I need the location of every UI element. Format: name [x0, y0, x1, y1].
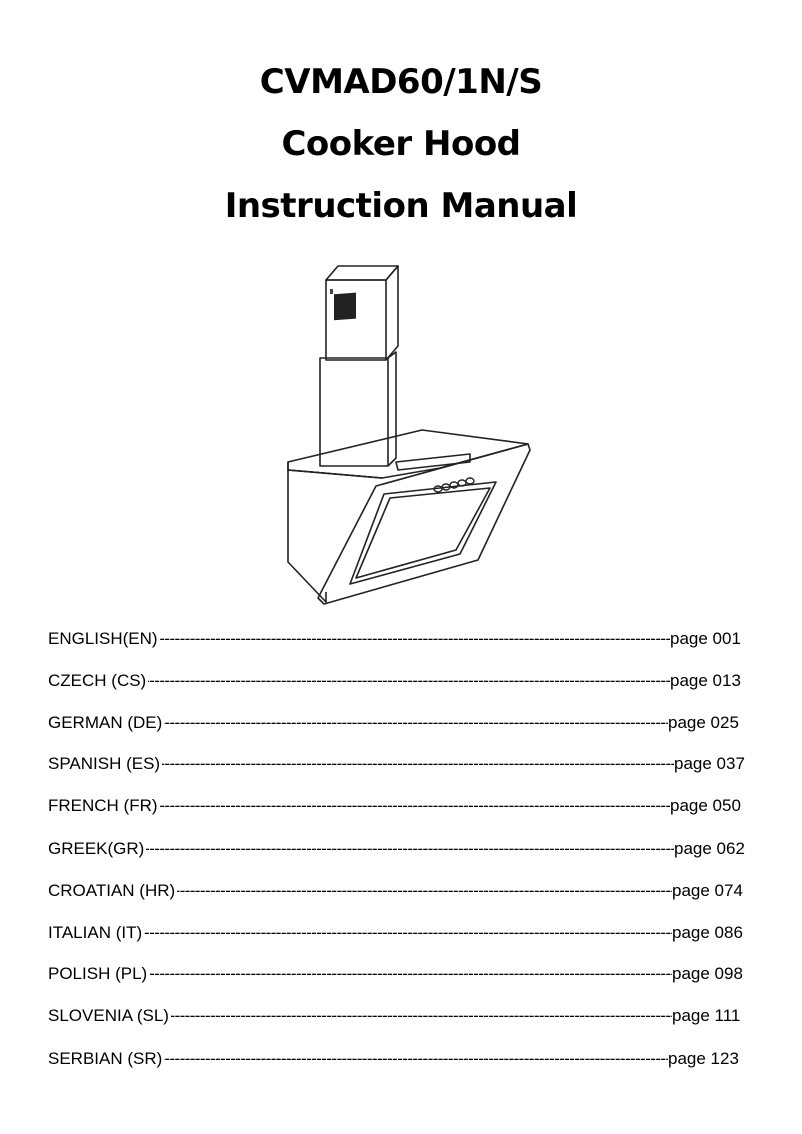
toc-page-number: page 062	[674, 837, 745, 861]
toc-language: SERBIAN (SR)	[48, 1047, 165, 1071]
toc-leader: ----------------------------------------…	[48, 671, 670, 690]
toc-entry: ----------------------------------------…	[48, 1004, 758, 1028]
toc-leader: ----------------------------------------…	[48, 754, 674, 773]
toc-leader: ----------------------------------------…	[48, 629, 670, 648]
toc-leader: ----------------------------------------…	[48, 796, 670, 815]
toc-language: POLISH (PL)	[48, 962, 150, 986]
toc-page-number: page 025	[668, 711, 739, 735]
lower-chimney	[319, 357, 389, 467]
manual-title: Instruction Manual	[224, 186, 578, 226]
toc-leader: ----------------------------------------…	[48, 881, 672, 900]
toc-language: GERMAN (DE)	[48, 711, 165, 735]
toc-entry: ----------------------------------------…	[48, 752, 758, 776]
toc-language: SLOVENIA (SL)	[48, 1004, 171, 1028]
toc-language: CROATIAN (HR)	[48, 879, 178, 903]
toc-entry: ----------------------------------------…	[48, 962, 758, 986]
toc-language: SPANISH (ES)	[48, 752, 163, 776]
toc-entry: ----------------------------------------…	[48, 711, 758, 735]
glass-panel	[317, 443, 531, 605]
toc-entry: ----------------------------------------…	[48, 921, 758, 945]
toc-page-number: page 123	[668, 1047, 739, 1071]
toc-entry: ----------------------------------------…	[48, 1047, 758, 1071]
cooker-hood-illustration	[287, 265, 531, 605]
toc-page-number: page 074	[672, 879, 743, 903]
toc-entry: ----------------------------------------…	[48, 669, 758, 693]
toc-leader: ----------------------------------------…	[48, 964, 672, 983]
toc-leader: ----------------------------------------…	[48, 839, 674, 858]
toc-leader: ----------------------------------------…	[48, 923, 672, 942]
toc-language: GREEK(GR)	[48, 837, 147, 861]
toc-language: FRENCH (FR)	[48, 794, 160, 818]
toc-language: ITALIAN (IT)	[48, 921, 145, 945]
toc-page-number: page 037	[674, 752, 745, 776]
toc-page-number: page 050	[670, 794, 741, 818]
toc-page-number: page 001	[670, 627, 741, 651]
toc-entry: ----------------------------------------…	[48, 627, 758, 651]
toc-leader: ----------------------------------------…	[48, 1049, 668, 1068]
control-buttons	[433, 477, 475, 493]
toc-leader: ----------------------------------------…	[48, 1006, 672, 1025]
toc-page-number: page 013	[670, 669, 741, 693]
toc-entry: ----------------------------------------…	[48, 837, 758, 861]
model-title: CVMAD60/1N/S	[259, 62, 543, 102]
product-title: Cooker Hood	[281, 124, 521, 164]
toc-language: ENGLISH(EN)	[48, 627, 160, 651]
toc-language: CZECH (CS)	[48, 669, 149, 693]
toc-page-number: page 098	[672, 962, 743, 986]
toc-leader: ----------------------------------------…	[48, 713, 668, 732]
toc-page-number: page 111	[672, 1004, 741, 1028]
toc-entry: ----------------------------------------…	[48, 879, 758, 903]
vent-grille-icon	[334, 292, 356, 321]
toc-entry: ----------------------------------------…	[48, 794, 758, 818]
toc-page-number: page 086	[672, 921, 743, 945]
